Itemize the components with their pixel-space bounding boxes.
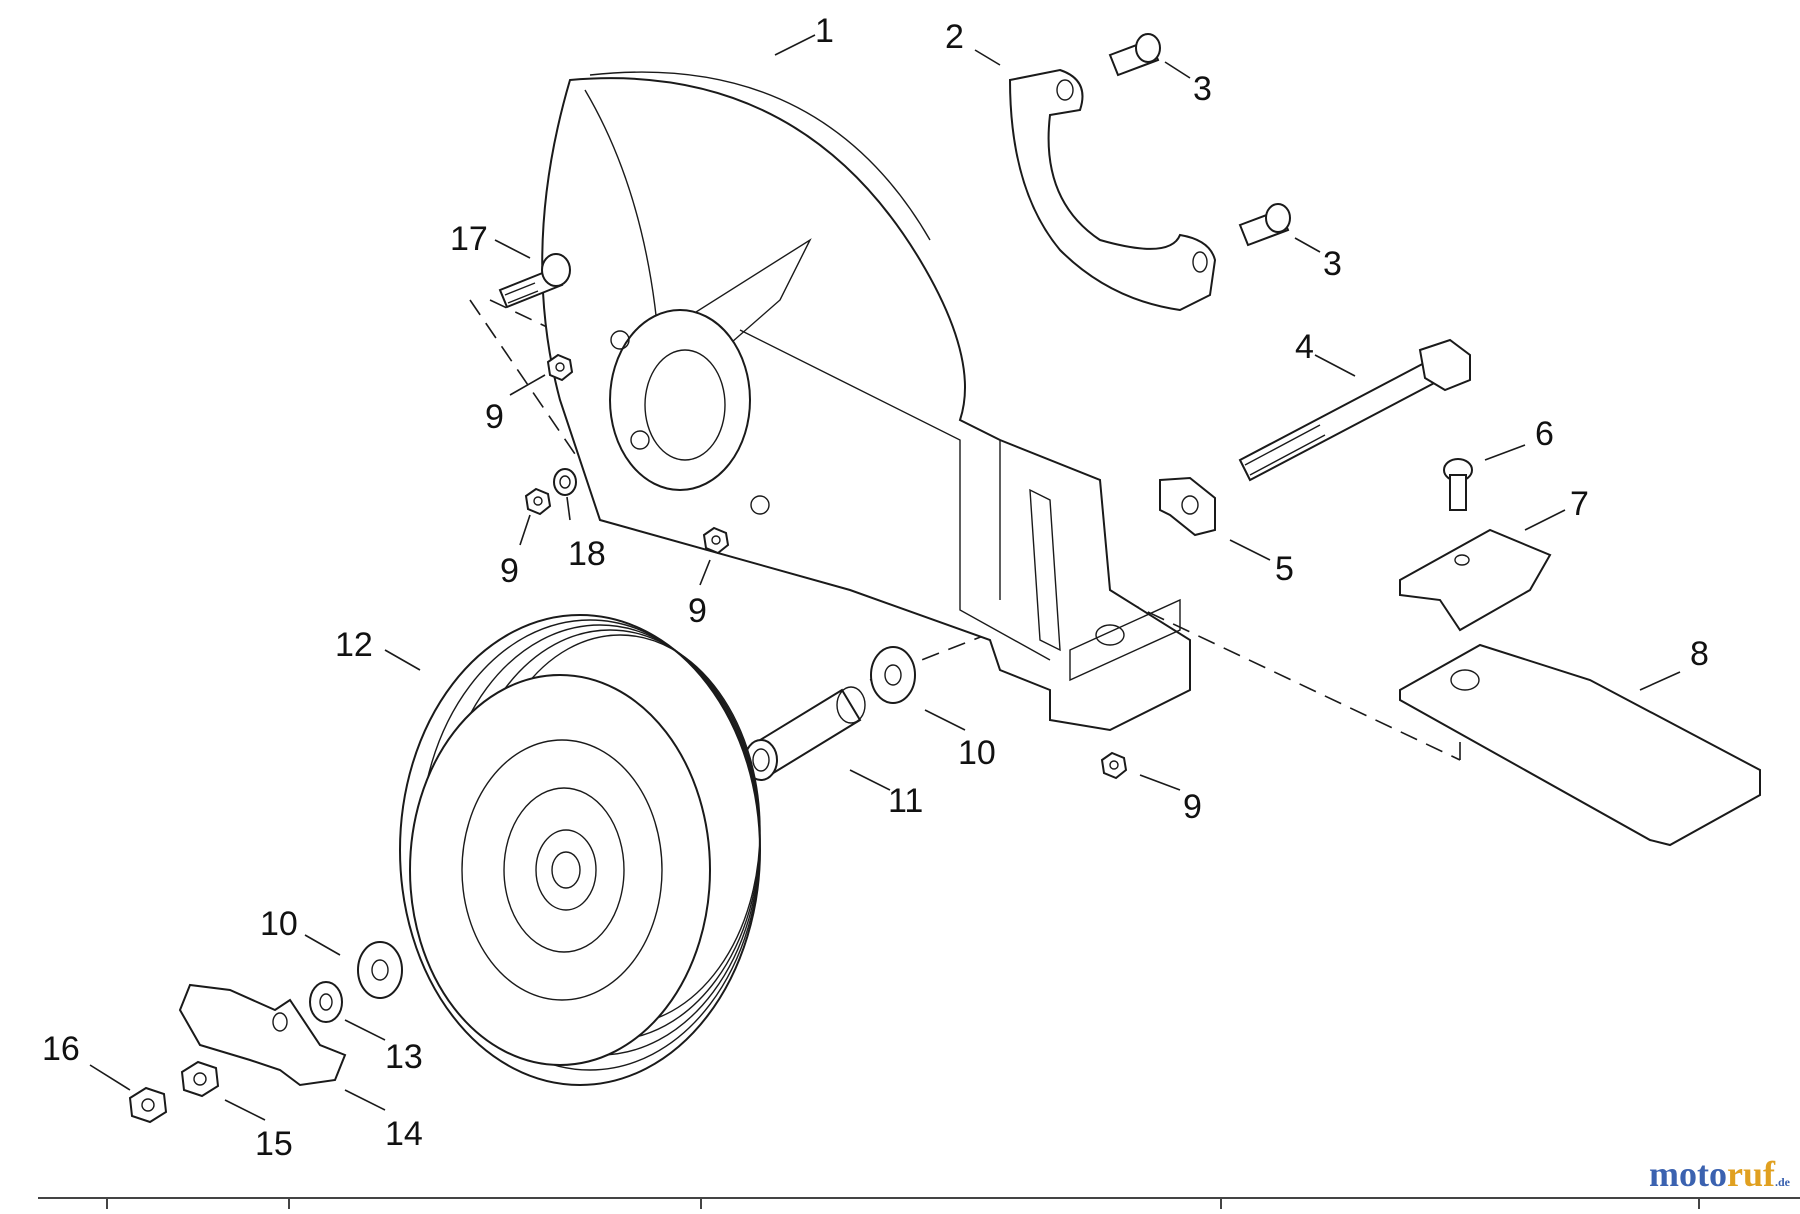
callout-8: 8 xyxy=(1690,635,1709,673)
bolt-17 xyxy=(498,253,571,309)
callout-6: 6 xyxy=(1535,415,1554,453)
washer-10a xyxy=(870,646,916,704)
callout-13: 13 xyxy=(385,1038,423,1076)
table-column-divider xyxy=(106,1199,108,1209)
callout-14: 14 xyxy=(385,1115,423,1153)
nut-15 xyxy=(180,1060,220,1098)
callout-4: 4 xyxy=(1295,328,1314,366)
callout-11: 11 xyxy=(888,782,923,820)
nut-16 xyxy=(128,1086,168,1124)
callout-leader-lines xyxy=(89,34,1681,1121)
screw-3a xyxy=(1108,33,1161,77)
nut-9b xyxy=(524,487,552,516)
callout-7: 7 xyxy=(1570,485,1589,523)
callout-10a: 10 xyxy=(958,734,996,772)
screw-6 xyxy=(1443,458,1473,511)
nut-9d xyxy=(1100,751,1128,780)
table-column-divider xyxy=(1698,1199,1700,1209)
motoruf-logo: motoruf.de xyxy=(1649,1153,1790,1195)
callout-16: 16 xyxy=(42,1030,80,1068)
callout-9a: 9 xyxy=(485,398,504,436)
callout-1: 1 xyxy=(815,12,834,50)
height-adjuster-14 xyxy=(178,983,347,1087)
callout-12: 12 xyxy=(335,626,373,664)
callout-9c: 9 xyxy=(688,592,707,630)
long-bolt xyxy=(1238,338,1471,482)
callout-3b: 3 xyxy=(1323,245,1342,283)
wear-plate xyxy=(1399,528,1552,632)
screw-3b xyxy=(1238,203,1291,247)
skid-plate xyxy=(1399,643,1761,847)
callout-labels: 1 2 3 3 4 5 6 7 8 9 9 9 9 10 11 12 10 13… xyxy=(42,12,1709,1163)
callout-17: 17 xyxy=(450,220,488,258)
callout-9b: 9 xyxy=(500,552,519,590)
nut-9c xyxy=(702,526,730,555)
parts-table-header-edge xyxy=(38,1197,1800,1209)
table-column-divider xyxy=(288,1199,290,1209)
callout-3a: 3 xyxy=(1193,70,1212,108)
spacer-tube xyxy=(744,686,866,781)
table-column-divider xyxy=(700,1199,702,1209)
logo-suffix: .de xyxy=(1775,1175,1790,1189)
logo-part-2: ruf xyxy=(1727,1154,1775,1194)
lock-washer-13 xyxy=(309,981,343,1023)
callout-18: 18 xyxy=(568,535,606,573)
washer-10b xyxy=(357,941,403,999)
clip xyxy=(1159,476,1216,537)
mounting-bracket xyxy=(1008,68,1217,312)
callout-2: 2 xyxy=(945,18,964,56)
callout-15: 15 xyxy=(255,1125,293,1163)
callout-9d: 9 xyxy=(1183,788,1202,826)
nut-9a xyxy=(546,353,574,382)
table-column-divider xyxy=(1220,1199,1222,1209)
washer-18 xyxy=(553,468,577,496)
callout-10b: 10 xyxy=(260,905,298,943)
callout-5: 5 xyxy=(1275,550,1294,588)
logo-part-1: moto xyxy=(1649,1154,1727,1194)
wheel xyxy=(399,614,761,1086)
